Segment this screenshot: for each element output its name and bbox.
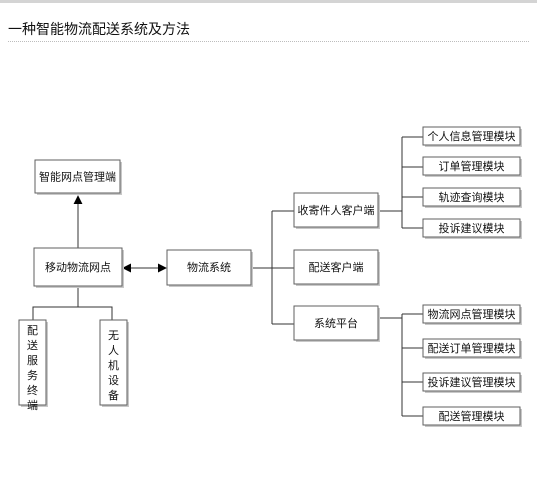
connectors bbox=[32, 136, 423, 417]
node-delivery-terminal-label: 配送服务终端 bbox=[27, 324, 38, 412]
node-point-mgmt-module-label: 物流网点管理模块 bbox=[428, 307, 516, 321]
node-delivery-mgmt-module-label: 配送管理模块 bbox=[439, 409, 505, 423]
node-order-mgmt-module: 订单管理模块 bbox=[422, 156, 522, 177]
node-complaint-module-label: 投诉建议模块 bbox=[439, 221, 505, 235]
node-mobile-point: 移动物流网点 bbox=[33, 247, 124, 288]
node-sender-receiver-client: 收寄件人客户端 bbox=[293, 192, 380, 229]
node-personal-info-module: 个人信息管理模块 bbox=[422, 126, 522, 147]
node-point-mgmt-module: 物流网点管理模块 bbox=[422, 304, 522, 325]
node-smart-point-mgmt: 智能网点管理端 bbox=[34, 159, 122, 195]
node-order-mgmt-module-label: 订单管理模块 bbox=[439, 159, 505, 173]
node-complaint-mgmt-module-label: 投诉建议管理模块 bbox=[428, 375, 516, 389]
node-delivery-order-module: 配送订单管理模块 bbox=[422, 338, 522, 359]
node-mobile-point-label: 移动物流网点 bbox=[45, 260, 111, 274]
edge-mobile-to-uav bbox=[78, 306, 113, 320]
page-title: 一种智能物流配送系统及方法 bbox=[8, 22, 190, 38]
node-system-platform: 系统平台 bbox=[293, 305, 380, 342]
node-unmanned-device-label: 无人机设备 bbox=[108, 329, 119, 402]
node-delivery-client: 配送客户端 bbox=[293, 249, 380, 286]
node-logistics-system-label: 物流系统 bbox=[187, 260, 231, 274]
node-complaint-mgmt-module: 投诉建议管理模块 bbox=[422, 372, 522, 393]
node-delivery-order-module-label: 配送订单管理模块 bbox=[428, 341, 516, 355]
node-unmanned-device: 无人机设备 bbox=[99, 319, 129, 407]
node-delivery-client-label: 配送客户端 bbox=[309, 260, 364, 274]
node-delivery-mgmt-module: 配送管理模块 bbox=[422, 406, 522, 427]
node-smart-point-mgmt-label: 智能网点管理端 bbox=[39, 170, 116, 184]
node-delivery-terminal: 配送服务终端 bbox=[18, 319, 48, 412]
edge-mobile-to-terminals bbox=[32, 288, 79, 320]
top-border-strip bbox=[0, 0, 537, 3]
node-track-query-module-label: 轨迹查询模块 bbox=[439, 190, 505, 204]
node-logistics-system: 物流系统 bbox=[166, 249, 253, 287]
node-sender-receiver-client-label: 收寄件人客户端 bbox=[298, 203, 375, 217]
node-system-platform-label: 系统平台 bbox=[314, 316, 358, 330]
node-personal-info-module-label: 个人信息管理模块 bbox=[428, 129, 516, 143]
node-complaint-module: 投诉建议模块 bbox=[422, 218, 522, 239]
node-track-query-module: 轨迹查询模块 bbox=[422, 187, 522, 208]
title-divider bbox=[8, 41, 529, 42]
